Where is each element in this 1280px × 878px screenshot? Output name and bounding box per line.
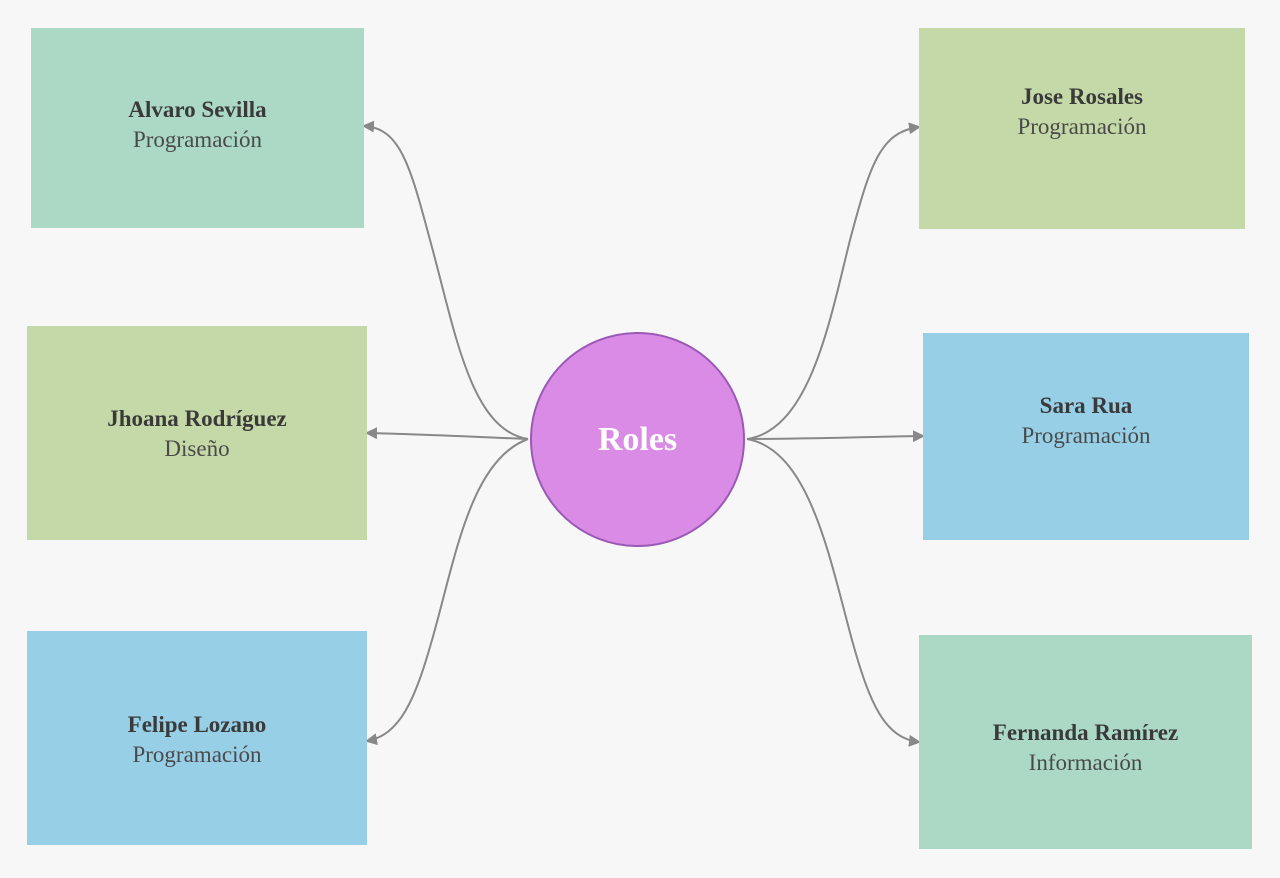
- connector-fernanda: [746, 438, 921, 747]
- connector-jose: [746, 122, 921, 440]
- member-card-alvaro: Alvaro Sevilla Programación: [31, 28, 364, 228]
- member-role: Información: [1028, 750, 1143, 775]
- member-name: Jhoana Rodríguez: [107, 406, 287, 431]
- connector-jhoana: [365, 427, 529, 440]
- member-role: Diseño: [164, 436, 230, 461]
- connector-alvaro: [362, 120, 529, 440]
- member-name: Sara Rua: [1039, 392, 1133, 418]
- member-card-jhoana: Jhoana Rodríguez Diseño: [27, 326, 367, 540]
- central-node-label: Roles: [597, 420, 678, 458]
- member-card-fernanda: Fernanda Ramírez Información: [919, 635, 1252, 849]
- connector-sara: [746, 430, 925, 443]
- member-role: Programación: [132, 127, 262, 152]
- member-name: Jose Rosales: [1020, 84, 1143, 109]
- member-role: Programación: [132, 742, 262, 767]
- member-name: Fernanda Ramírez: [992, 720, 1179, 745]
- connector-felipe: [365, 438, 529, 746]
- central-node: Roles: [530, 332, 745, 547]
- member-name: Felipe Lozano: [127, 712, 267, 737]
- member-card-felipe: Felipe Lozano Programación: [27, 631, 367, 845]
- member-card-sara: Sara Rua Programación: [923, 333, 1249, 540]
- member-role: Programación: [1021, 422, 1151, 448]
- member-name: Alvaro Sevilla: [128, 97, 267, 122]
- member-role: Programación: [1017, 114, 1147, 139]
- member-card-jose: Jose Rosales Programación: [919, 28, 1245, 229]
